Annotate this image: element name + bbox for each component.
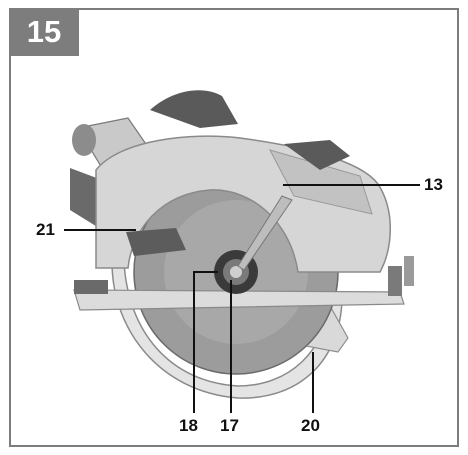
base-plate [73,289,405,311]
riving-knife [237,195,293,271]
figure-number-badge: 15 [9,8,79,56]
front-handle [126,228,186,256]
blade-bolt [230,266,242,278]
callout-21: 21 [36,220,55,239]
callout-18: 18 [179,416,198,435]
callout-13: 13 [424,175,443,194]
callout-17: 17 [220,416,239,435]
leader-18 [193,271,218,413]
rear-handle [150,90,238,128]
callout-20: 20 [301,416,320,435]
